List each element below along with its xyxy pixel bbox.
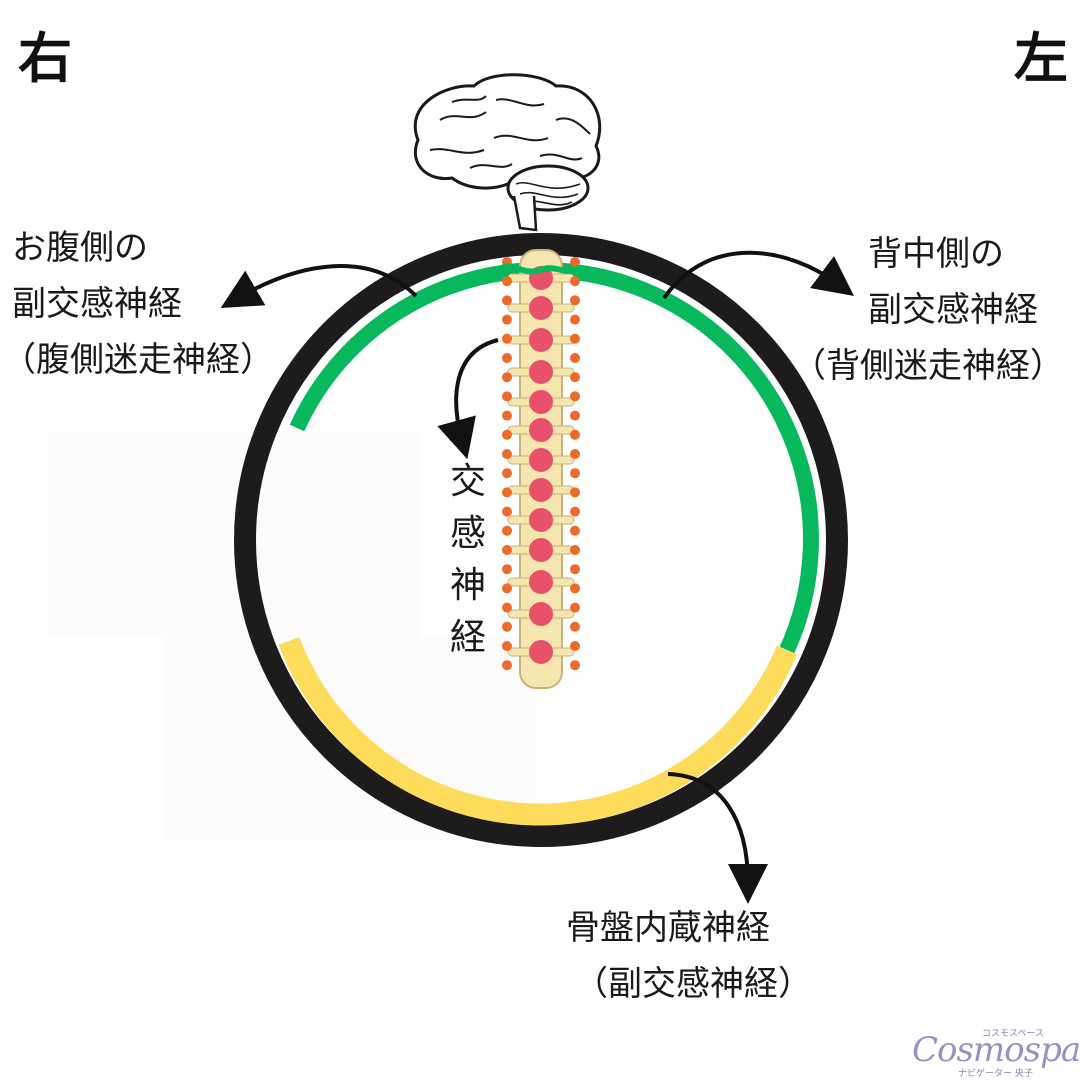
label-char: 神 — [449, 565, 486, 606]
ganglion-dot — [570, 487, 580, 498]
ganglion-dot — [502, 429, 512, 440]
cosmospace-logo: Cosmospace コスモスペース ナビゲーター 央子 — [912, 1026, 1080, 1080]
logo-kana-top: コスモスペース — [982, 1029, 1044, 1039]
ganglion-dot — [502, 314, 512, 325]
ganglion-dot — [570, 257, 580, 267]
ganglion-dot — [570, 564, 580, 575]
ganglion-dot — [502, 525, 512, 536]
vertebra-disc — [529, 328, 553, 352]
ganglion-dot — [570, 276, 580, 287]
label-char: 経 — [449, 617, 486, 658]
ganglion-dot — [502, 602, 512, 613]
dorsal-arrow — [662, 250, 855, 300]
ganglion-dot — [570, 429, 580, 440]
vertebra-disc — [529, 602, 553, 626]
ganglion-dot — [502, 506, 512, 517]
vertebra-disc — [529, 570, 553, 594]
vertebra-disc — [529, 390, 553, 414]
ganglion-dot — [570, 449, 580, 459]
label-line: （腹側迷走神経） — [2, 340, 274, 380]
ventral-vagal-arc — [289, 262, 819, 654]
vertebra-disc — [529, 360, 553, 384]
pelvic-arrow — [667, 772, 768, 904]
ganglion-dot — [502, 449, 512, 459]
ganglion-dot — [570, 468, 580, 479]
label-line: （背側迷走神経） — [792, 346, 1064, 386]
ventral-arrow — [220, 264, 418, 309]
ganglion-dot — [570, 372, 580, 383]
vertebra-disc — [529, 418, 553, 442]
ganglion-dot — [502, 621, 512, 632]
spine-icon — [500, 249, 580, 689]
ganglion-dot — [502, 276, 512, 287]
ganglion-dot — [570, 391, 580, 402]
label-char: 感 — [449, 513, 486, 554]
ganglion-dot — [570, 506, 580, 517]
dorsal-vagal-label: 背中側の 副交感神経 （背側迷走神経） — [792, 226, 1064, 394]
ganglion-dot — [502, 468, 512, 479]
outer-ring — [234, 233, 848, 847]
label-line: 副交感神経 — [12, 284, 182, 324]
vertebra-disc — [529, 538, 553, 562]
ganglion-dot — [502, 295, 512, 306]
sympathetic-arrow — [437, 338, 499, 460]
ganglion-dot — [570, 641, 580, 651]
ganglion-dot — [570, 621, 580, 632]
ganglion-dot — [570, 583, 580, 594]
ganglion-dot — [570, 295, 580, 306]
ventral-vagal-label: お腹側の 副交感神経 （腹側迷走神経） — [2, 220, 274, 388]
ganglion-dot — [570, 602, 580, 613]
ganglion-dot — [502, 410, 512, 421]
vertebra-disc — [529, 640, 553, 664]
label-line: 副交感神経 — [868, 290, 1038, 330]
ganglion-dot — [502, 564, 512, 575]
ganglion-dot — [570, 660, 580, 671]
label-char: 交 — [449, 461, 486, 502]
ganglion-dot — [502, 641, 512, 651]
pelvic-arc — [278, 637, 798, 826]
logo-kana-bottom: ナビゲーター 央子 — [958, 1069, 1033, 1079]
ganglion-dot — [570, 545, 580, 555]
ganglion-dot — [570, 314, 580, 325]
pelvic-label: 骨盤内蔵神経 （副交感神経） — [566, 900, 812, 1012]
ganglion-dot — [502, 583, 512, 594]
label-line: お腹側の — [12, 228, 148, 268]
ganglion-dot — [502, 333, 512, 344]
ganglion-dot — [502, 545, 512, 555]
brain-icon — [413, 73, 602, 232]
ganglion-dot — [570, 333, 580, 344]
ganglion-dot — [570, 525, 580, 536]
vertebra-disc — [529, 448, 553, 472]
right-side-label: 右 — [18, 27, 72, 90]
ganglion-dot — [502, 372, 512, 383]
ganglion-dot — [502, 353, 512, 363]
label-line: （副交感神経） — [574, 964, 812, 1004]
ganglion-dot — [570, 410, 580, 421]
sympathetic-label: 交 感 神 経 — [444, 456, 492, 664]
background-panel — [48, 432, 420, 638]
ganglion-dot — [502, 391, 512, 402]
left-side-label: 左 — [1014, 27, 1068, 90]
label-line: 骨盤内蔵神経 — [566, 908, 770, 948]
ganglion-dot — [502, 487, 512, 498]
vertebra-disc — [529, 508, 553, 532]
vertebra-disc — [529, 296, 553, 320]
ganglion-dot — [570, 353, 580, 363]
vertebra-disc — [529, 478, 553, 502]
label-line: 背中側の — [868, 234, 1004, 274]
ganglion-dot — [502, 660, 512, 671]
logo-script: Cosmospace — [912, 1030, 1080, 1070]
